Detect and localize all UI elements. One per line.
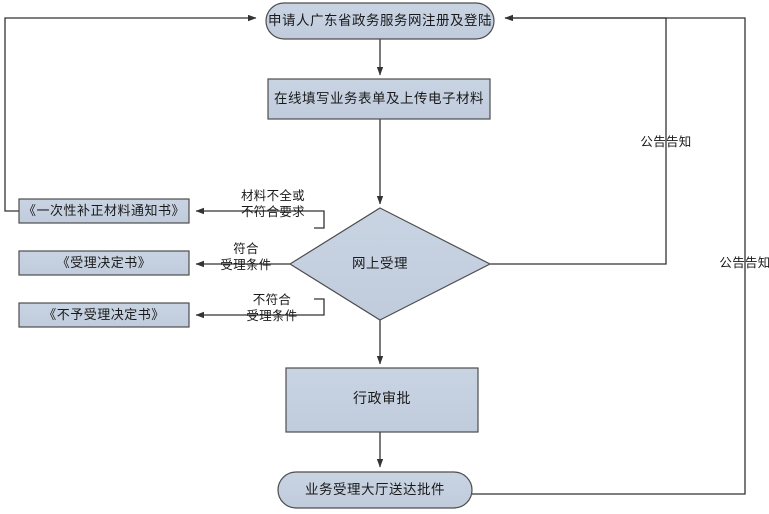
edge-label-incomplete: 材料不全或 不符合要求 [218,188,328,221]
node-administrative-approval[interactable] [285,367,479,433]
edge-accept-to-reject [195,298,325,319]
node-fill-form[interactable] [267,78,491,120]
node-correction-notice[interactable] [18,198,190,224]
node-online-accept[interactable] [288,207,492,321]
node-reject-decision[interactable] [18,302,190,328]
edge-group [4,14,746,495]
edge-accept-to-correction [195,207,325,229]
node-group [18,2,495,509]
edge-label-not-conforms-line1: 不符合 [252,293,292,307]
node-accept-decision[interactable] [18,250,190,276]
edge-hall-announce-loop [472,17,746,495]
edge-label-not-conforms-line2: 受理条件 [246,309,298,324]
edge-label-conforms: 符合 受理条件 [206,241,286,274]
edge-correction-loop-back [4,14,257,212]
edge-label-announce-outer: 公告告知 [719,256,769,270]
edge-label-incomplete-line2: 不符合要求 [240,205,305,220]
edge-label-conforms-line2: 受理条件 [220,258,272,273]
node-hall-delivery[interactable] [277,471,473,509]
edge-label-conforms-line1: 符合 [233,242,259,256]
edge-label-announce-inner: 公告告知 [640,135,692,149]
edge-label-not-conforms: 不符合 受理条件 [232,292,312,325]
node-apply-register[interactable] [265,2,495,40]
edge-label-incomplete-line1: 材料不全或 [240,189,305,203]
